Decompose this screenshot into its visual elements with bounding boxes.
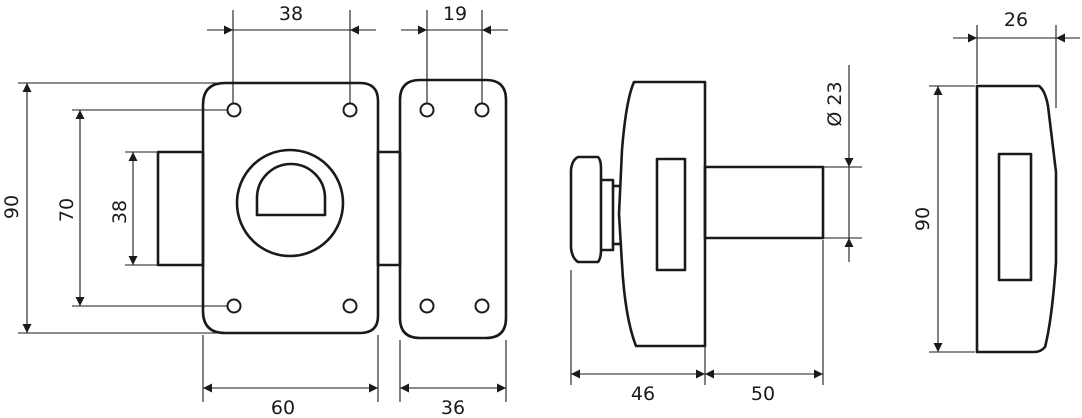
- dimension-label: 90: [912, 207, 934, 231]
- dimension-keeper-side-top: 26: [953, 9, 1080, 108]
- screw-hole: [226, 102, 242, 118]
- dimension-label: 60: [271, 397, 295, 418]
- dimension-front-bottom: 60: [202, 335, 379, 418]
- keeper-side-view: [975, 84, 1058, 354]
- dimension-front-left-inner: 38: [109, 151, 158, 266]
- dimension-front-left-outer: 90: [1, 82, 222, 334]
- screw-hole: [342, 102, 358, 118]
- screw-hole: [419, 102, 435, 118]
- dimension-label: 26: [1004, 9, 1028, 31]
- dimension-label: 19: [443, 3, 467, 25]
- dimension-label: 90: [1, 195, 23, 219]
- screw-hole: [474, 102, 490, 118]
- dimension-keeper-top: 19: [401, 3, 508, 104]
- dimension-keeper-side-height: 90: [912, 85, 975, 353]
- dimension-label: Ø 23: [824, 81, 846, 126]
- dimension-label: 46: [631, 383, 655, 405]
- dimension-side-diameter: Ø 23: [823, 65, 862, 262]
- keeper-front-view: [398, 78, 508, 340]
- screw-hole: [474, 298, 490, 314]
- dimension-label: 70: [56, 198, 78, 222]
- dimension-label: 38: [109, 200, 131, 224]
- screw-hole: [342, 298, 358, 314]
- dimension-front-top: 38: [207, 3, 376, 104]
- dimension-front-left-mid: 70: [56, 109, 228, 307]
- dimension-label: 36: [441, 397, 465, 418]
- lock-body-front-view: [156, 81, 402, 335]
- screw-hole: [226, 298, 242, 314]
- dimension-side-body: 46: [570, 270, 706, 405]
- dimension-keeper-bottom: 36: [399, 340, 507, 418]
- dimension-label: 50: [751, 383, 775, 405]
- screw-hole: [419, 298, 435, 314]
- dimension-label: 38: [279, 3, 303, 25]
- dimension-side-bolt: 50: [705, 240, 824, 405]
- lock-side-view: [569, 80, 825, 348]
